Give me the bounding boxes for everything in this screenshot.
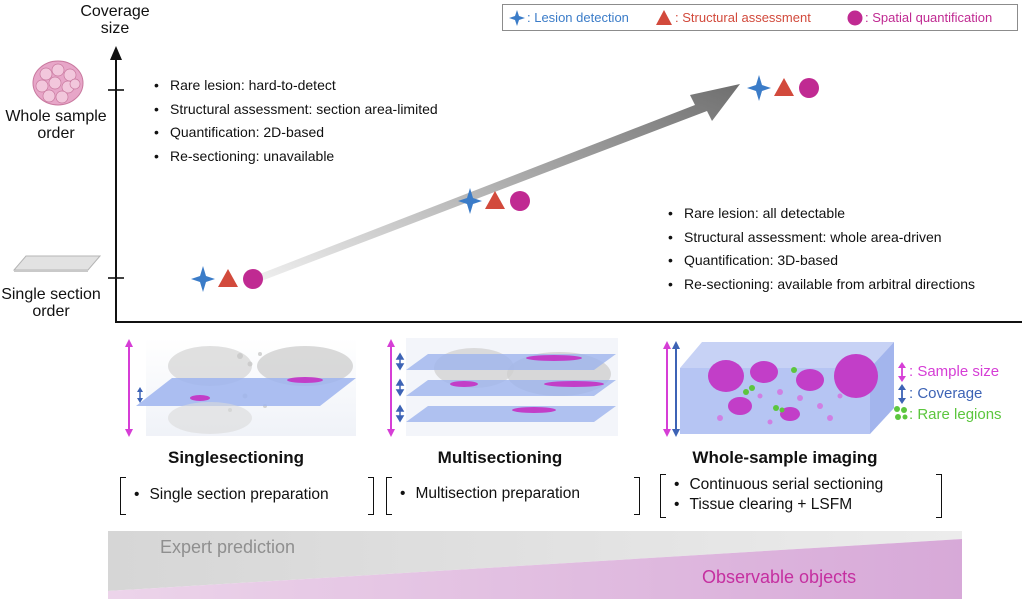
- triangle-icon: [485, 191, 505, 209]
- side-legend-sample-size: : Sample size: [909, 363, 1000, 380]
- method-items-single: Single section preparation: [120, 477, 374, 515]
- star-icon: [458, 188, 482, 214]
- triangle-icon: [656, 10, 672, 25]
- sample-blob-icon: [32, 60, 84, 106]
- notes-left: Rare lesion: hard-to-detect Structural a…: [154, 74, 438, 168]
- star-icon: [191, 266, 215, 292]
- multisectioning-illustration: [387, 338, 618, 437]
- note-item: Quantification: 3D-based: [668, 249, 975, 273]
- whole-sample-illustration: [663, 341, 894, 437]
- circle-icon: [243, 269, 263, 289]
- chart-canvas: [108, 46, 1022, 323]
- observable-objects-label: Observable objects: [702, 567, 857, 587]
- singlesectioning-illustration: [125, 338, 356, 437]
- symbol-group-multi: [458, 188, 530, 214]
- legend-spatial-label: : Spatial quantification: [865, 10, 993, 25]
- coverage-arrow: [395, 352, 405, 423]
- method-item: Multisection preparation: [400, 485, 580, 503]
- expert-prediction-wedge: [108, 531, 962, 591]
- legend-lesion-label: : Lesion detection: [527, 10, 629, 25]
- legend-structural-label: : Structural assessment: [675, 10, 811, 25]
- method-item: Continuous serial sectioning: [674, 476, 883, 494]
- circle-icon: [799, 78, 819, 98]
- star-icon: [509, 10, 525, 26]
- method-title-multi: Multisectioning: [437, 448, 563, 467]
- note-item: Quantification: 2D-based: [154, 121, 438, 145]
- legend: : Lesion detection : Structural assessme…: [502, 4, 1018, 31]
- y-axis-bottom-label: Single section order: [1, 286, 101, 320]
- circle-icon: [847, 10, 863, 26]
- side-legend-rare-lesion: : Rare legions: [909, 406, 1002, 423]
- method-title-single: Singlesectioning: [167, 448, 305, 467]
- triangle-icon: [218, 269, 238, 287]
- trend-arrow: [252, 84, 740, 283]
- sample-size-arrow-icon: [898, 362, 906, 382]
- method-item: Single section preparation: [134, 486, 328, 504]
- side-legend-coverage: : Coverage: [909, 385, 983, 402]
- note-item: Re-sectioning: unavailable: [154, 145, 438, 169]
- note-item: Structural assessment: whole area-driven: [668, 226, 975, 250]
- triangle-icon: [774, 78, 794, 96]
- section-slice-icon: [12, 255, 102, 272]
- method-items-whole: Continuous serial sectioning Tissue clea…: [660, 474, 942, 518]
- y-axis-title: Coverage size: [80, 3, 150, 37]
- y-axis-top-label: Whole sample order: [5, 108, 107, 142]
- coverage-arrow-icon: [898, 384, 906, 404]
- bottom-wedges: [108, 531, 962, 599]
- note-item: Rare lesion: all detectable: [668, 202, 975, 226]
- note-item: Re-sectioning: available from arbitral d…: [668, 273, 975, 297]
- notes-right: Rare lesion: all detectable Structural a…: [668, 202, 975, 296]
- rare-lesion-icon: [894, 406, 908, 420]
- note-item: Rare lesion: hard-to-detect: [154, 74, 438, 98]
- method-title-whole: Whole-sample imaging: [692, 448, 878, 467]
- y-axis: [108, 46, 124, 323]
- method-item: Tissue clearing + LSFM: [674, 496, 852, 514]
- symbol-group-whole: [747, 75, 819, 101]
- note-item: Structural assessment: section area-limi…: [154, 98, 438, 122]
- star-icon: [747, 75, 771, 101]
- expert-prediction-label: Expert prediction: [160, 537, 296, 557]
- symbol-group-single: [191, 266, 263, 292]
- method-items-multi: Multisection preparation: [386, 477, 640, 515]
- observable-objects-wedge: [108, 539, 962, 599]
- circle-icon: [510, 191, 530, 211]
